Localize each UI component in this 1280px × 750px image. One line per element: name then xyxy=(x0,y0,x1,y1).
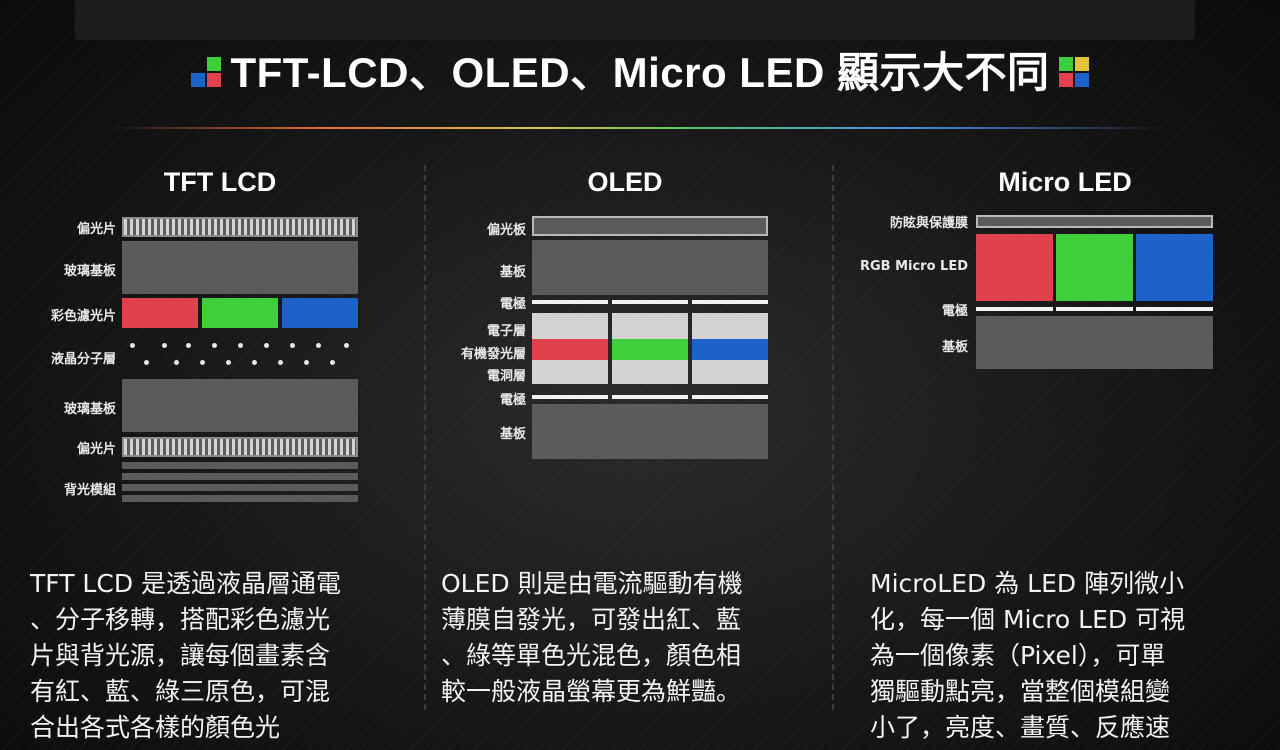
liquid-crystal-molecule xyxy=(344,343,349,348)
protection-film xyxy=(976,215,1213,228)
glass-substrate-bottom xyxy=(122,379,358,432)
label-hole-layer: 電洞層 xyxy=(486,369,526,384)
description-line: 為一個像素（Pixel），可單 xyxy=(870,641,1166,670)
description-line: 較一般液晶螢幕更為鮮豔。 xyxy=(441,677,742,706)
liquid-crystal-molecule xyxy=(316,343,321,348)
liquid-crystal-molecule xyxy=(304,360,309,365)
description-line: TFT LCD 是透過液晶層通電 xyxy=(30,569,342,598)
red-micro-led xyxy=(976,234,1053,301)
red-filter xyxy=(122,298,198,328)
electrode xyxy=(976,307,1053,311)
top-bar xyxy=(75,0,1195,40)
tft-title: TFT LCD xyxy=(163,167,277,197)
red-emissive-layer xyxy=(532,339,608,360)
label-electron-layer: 電子層 xyxy=(486,324,526,339)
label-liquid-crystal: 液晶分子層 xyxy=(50,352,116,367)
description-line: 獨驅動點亮，當整個模組變 xyxy=(870,677,1171,706)
label-polarizer-top: 偏光片 xyxy=(76,222,116,237)
liquid-crystal-molecule xyxy=(174,360,179,365)
substrate xyxy=(976,316,1213,369)
oled-description: OLED 則是由電流驅動有機 薄膜自發光，可發出紅、藍 、綠等單色光混色，顏色相… xyxy=(441,566,743,710)
tft-description: TFT LCD 是透過液晶層通電 、分子移轉，搭配彩色濾光 片與背光源，讓每個畫… xyxy=(30,566,341,746)
liquid-crystal-molecule xyxy=(226,360,231,365)
label-glass-top: 玻璃基板 xyxy=(63,264,116,279)
green-filter xyxy=(202,298,278,328)
liquid-crystal-molecule xyxy=(186,343,191,348)
backlight-sheet xyxy=(122,462,358,469)
color-cubes-icon xyxy=(1059,57,1090,87)
electrode-bottom xyxy=(692,395,768,399)
description-line: 小了，亮度、畫質、反應速 xyxy=(870,713,1171,742)
liquid-crystal-molecule xyxy=(278,360,283,365)
liquid-crystal-molecule xyxy=(264,343,269,348)
green-emissive-layer xyxy=(612,339,688,360)
label-substrate-top: 基板 xyxy=(499,265,526,280)
backlight-sheet xyxy=(122,484,358,491)
liquid-crystal-molecule xyxy=(330,360,335,365)
description-line: 有紅、藍、綠三原色，可混 xyxy=(30,677,331,706)
description-line: 合出各式各樣的顏色光 xyxy=(30,713,281,742)
label-emissive-layer: 有機發光層 xyxy=(460,347,526,362)
electrode-top xyxy=(692,300,768,304)
glass-substrate-top xyxy=(122,241,358,294)
substrate-top xyxy=(532,240,768,295)
backlight-sheet xyxy=(122,495,358,502)
electrode-bottom xyxy=(532,395,608,399)
liquid-crystal-molecule xyxy=(212,343,217,348)
blue-emissive-layer xyxy=(692,339,768,360)
label-electrode-bottom: 電極 xyxy=(499,393,526,408)
electrode xyxy=(1136,307,1213,311)
page-title: TFT-LCD、OLED、Micro LED 顯示大不同 xyxy=(0,44,1280,96)
liquid-crystal-molecule xyxy=(130,343,135,348)
oled-title: OLED xyxy=(587,167,663,197)
liquid-crystal-molecule xyxy=(252,360,257,365)
liquid-crystal-molecule xyxy=(290,343,295,348)
rainbow-divider xyxy=(110,127,1170,129)
description-line: 、綠等單色光混色，顏色相 xyxy=(441,641,742,670)
label-backlight: 背光模組 xyxy=(63,483,116,498)
description-line: MicroLED 為 LED 陣列微小 xyxy=(870,569,1185,598)
substrate-bottom xyxy=(532,404,768,459)
liquid-crystal-molecule xyxy=(238,343,243,348)
color-cubes-icon xyxy=(190,57,221,87)
liquid-crystal-molecule xyxy=(162,343,167,348)
description-line: OLED 則是由電流驅動有機 xyxy=(441,569,743,598)
label-protection-film: 防眩與保護膜 xyxy=(889,216,968,231)
electrode-top xyxy=(612,300,688,304)
liquid-crystal-molecule xyxy=(200,360,205,365)
label-substrate: 基板 xyxy=(941,340,968,355)
micro-led-title: Micro LED xyxy=(998,167,1132,197)
blue-filter xyxy=(282,298,358,328)
description-line: 化，每一個 Micro LED 可視 xyxy=(870,605,1186,634)
label-polarizer: 偏光板 xyxy=(486,223,526,238)
label-polarizer-bottom: 偏光片 xyxy=(76,442,116,457)
label-rgb-micro-led: RGB Micro LED xyxy=(859,259,968,274)
title-text: TFT-LCD、OLED、Micro LED 顯示大不同 xyxy=(230,48,1050,96)
description-line: 片與背光源，讓每個畫素含 xyxy=(30,641,331,670)
label-glass-bottom: 玻璃基板 xyxy=(63,402,116,417)
column-divider xyxy=(424,165,426,710)
micro-led-description: MicroLED 為 LED 陣列微小 化，每一個 Micro LED 可視 為… xyxy=(870,566,1185,746)
description-line: 薄膜自發光，可發出紅、藍 xyxy=(441,605,742,634)
polarizer-layer-top xyxy=(122,217,358,237)
polarizer-layer xyxy=(532,216,768,236)
backlight-sheet xyxy=(122,473,358,480)
description-line: 、分子移轉，搭配彩色濾光 xyxy=(30,605,331,634)
polarizer-layer-bottom xyxy=(122,437,358,457)
electrode-bottom xyxy=(612,395,688,399)
electrode xyxy=(1056,307,1133,311)
blue-micro-led xyxy=(1136,234,1213,301)
label-substrate-bottom: 基板 xyxy=(499,427,526,442)
column-divider xyxy=(832,165,834,710)
label-color-filter: 彩色濾光片 xyxy=(50,309,116,324)
label-electrode: 電極 xyxy=(941,304,968,319)
liquid-crystal-molecule xyxy=(144,360,149,365)
electrode-top xyxy=(532,300,608,304)
green-micro-led xyxy=(1056,234,1133,301)
label-electrode-top: 電極 xyxy=(499,297,526,312)
